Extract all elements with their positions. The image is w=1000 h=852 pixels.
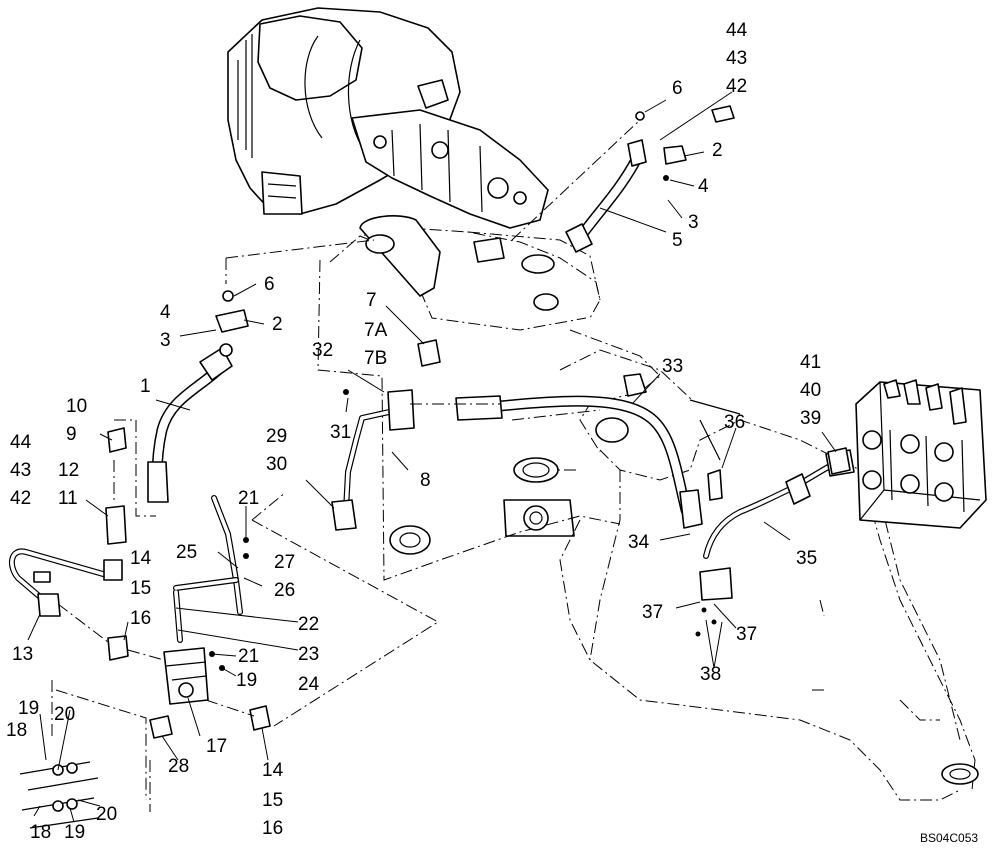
loader-frame [317, 215, 979, 801]
callouts: 44 43 42 6 2 4 3 5 6 4 2 3 7 7A 7B 32 1 … [6, 20, 821, 843]
callout-7A: 7A [364, 320, 388, 341]
callout-22: 22 [298, 614, 319, 635]
transmission-assembly [227, 7, 549, 263]
callout-44: 44 [726, 20, 748, 41]
fittings [19, 105, 851, 829]
callout-16-lower: 16 [262, 818, 283, 839]
callout-3: 3 [688, 212, 699, 233]
figure-code: BS04C053 [920, 831, 978, 845]
callout-19: 19 [236, 670, 257, 691]
callout-2: 2 [712, 140, 723, 161]
callout-25: 25 [176, 542, 197, 563]
callout-42-left: 42 [10, 488, 31, 509]
callout-11: 11 [58, 488, 78, 509]
callout-6: 6 [672, 78, 683, 99]
control-valve [855, 379, 987, 529]
callout-32: 32 [312, 340, 333, 361]
callout-23: 23 [298, 644, 319, 665]
callout-31: 31 [330, 422, 351, 443]
callout-33: 33 [662, 356, 683, 377]
callout-19-lower: 19 [18, 698, 39, 719]
callout-4-left: 4 [160, 302, 171, 323]
callout-18-lower: 18 [30, 822, 51, 843]
callout-29: 29 [266, 426, 287, 447]
callout-5: 5 [672, 230, 683, 251]
callout-37-right: 37 [736, 624, 757, 645]
callout-43: 43 [726, 48, 747, 69]
callout-24: 24 [298, 674, 320, 695]
callout-21: 21 [238, 488, 259, 509]
callout-39: 39 [800, 408, 821, 429]
callout-15: 15 [130, 578, 151, 599]
callout-15-lower: 15 [262, 790, 283, 811]
callout-18: 18 [6, 720, 27, 741]
callout-26: 26 [274, 580, 295, 601]
callout-20: 20 [54, 704, 75, 725]
callout-35: 35 [796, 548, 817, 569]
callout-21-lower: 21 [238, 646, 259, 667]
callout-13: 13 [12, 644, 33, 665]
callout-20-lower: 20 [96, 804, 117, 825]
leader-lines [27, 91, 837, 823]
callout-19-bottom: 19 [64, 822, 85, 843]
callout-38: 38 [700, 664, 721, 685]
callout-43-left: 43 [10, 460, 31, 481]
callout-12: 12 [58, 460, 79, 481]
callout-4: 4 [698, 176, 709, 197]
callout-27: 27 [274, 552, 295, 573]
callout-40: 40 [800, 380, 821, 401]
callout-17: 17 [206, 736, 227, 757]
callout-6-left: 6 [264, 274, 275, 295]
callout-37-left: 37 [642, 602, 663, 623]
callout-14-lower: 14 [262, 760, 284, 781]
hoses [8, 139, 855, 643]
callout-28: 28 [168, 756, 189, 777]
callout-2-left: 2 [272, 314, 283, 335]
callout-10: 10 [66, 396, 87, 417]
callout-44-left: 44 [10, 432, 32, 453]
callout-42: 42 [726, 76, 747, 97]
callout-9: 9 [66, 424, 77, 445]
callout-1: 1 [140, 376, 151, 397]
callout-34: 34 [628, 532, 650, 553]
callout-3-left: 3 [160, 330, 171, 351]
callout-8: 8 [420, 470, 431, 491]
callout-14: 14 [130, 548, 152, 569]
callout-41: 41 [800, 352, 821, 373]
callout-7: 7 [366, 290, 377, 311]
callout-16: 16 [130, 608, 151, 629]
callout-36: 36 [724, 412, 745, 433]
callout-30: 30 [266, 454, 287, 475]
callout-7B: 7B [364, 348, 387, 369]
